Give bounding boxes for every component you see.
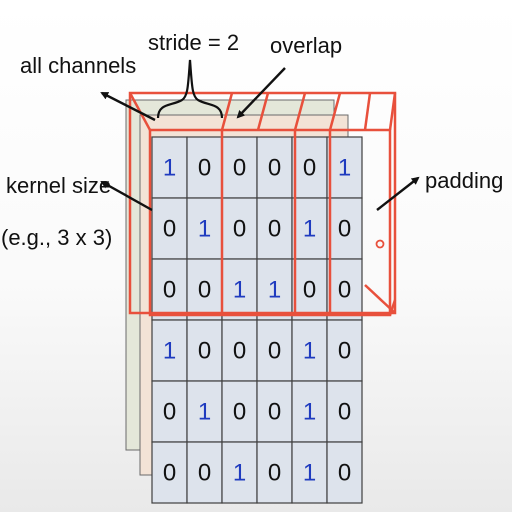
matrix-cell-value: 0 bbox=[163, 277, 176, 304]
matrix-cell-value: 1 bbox=[198, 399, 211, 426]
annotation-arrows bbox=[100, 67, 420, 212]
kernel-stride-edge-3 bbox=[293, 92, 307, 131]
kernel-depth-edge-bottom bbox=[388, 299, 397, 316]
stride-brace bbox=[156, 59, 224, 119]
matrix-cell-value: 0 bbox=[303, 155, 316, 182]
matrix-cell-value: 0 bbox=[338, 399, 351, 426]
matrix-cell bbox=[186, 197, 223, 260]
matrix-cell-value: 0 bbox=[338, 338, 351, 365]
matrix-cell-value: 1 bbox=[303, 338, 316, 365]
matrix-cell bbox=[151, 380, 188, 443]
matrix-cell bbox=[291, 441, 328, 504]
matrix-cell-value: 0 bbox=[198, 155, 211, 182]
kernel-outlines bbox=[128, 91, 397, 317]
kernel-window-front bbox=[148, 128, 392, 317]
matrix-cell-value: 0 bbox=[338, 277, 351, 304]
matrix-cell bbox=[151, 441, 188, 504]
matrix-cell-value: 1 bbox=[268, 277, 281, 304]
matrix-cell bbox=[291, 319, 328, 382]
matrix-cell-value: 0 bbox=[268, 216, 281, 243]
kernel-stride-edge-1 bbox=[220, 92, 234, 131]
matrix-cell-value: 1 bbox=[163, 155, 176, 182]
kernel-size-arrow bbox=[100, 180, 153, 212]
kernel-depth-edge-top-right bbox=[363, 92, 372, 131]
stride-label: stride = 2 bbox=[148, 30, 239, 55]
matrix-cell bbox=[221, 441, 258, 504]
matrix-cell-value: 0 bbox=[198, 277, 211, 304]
matrix-cell bbox=[256, 319, 293, 382]
matrix-cell bbox=[326, 441, 363, 504]
padding-arrow bbox=[376, 176, 420, 211]
matrix-cell-value: 0 bbox=[163, 399, 176, 426]
overlap-arrow bbox=[236, 67, 286, 119]
matrix-cell bbox=[326, 319, 363, 382]
matrix-cell-value: 0 bbox=[303, 277, 316, 304]
matrix-cell-value: 0 bbox=[198, 460, 211, 487]
matrix-cell bbox=[326, 136, 363, 199]
matrix-cell-value: 0 bbox=[198, 338, 211, 365]
matrix-cell-value: 1 bbox=[303, 399, 316, 426]
matrix-cell-value: 1 bbox=[233, 460, 246, 487]
kernel-stride-edge-4 bbox=[328, 92, 342, 131]
matrix-cell-value: 1 bbox=[233, 277, 246, 304]
matrix-cell bbox=[326, 197, 363, 260]
matrix-cell bbox=[256, 441, 293, 504]
matrix-cell-value: 0 bbox=[233, 338, 246, 365]
matrix-cell bbox=[186, 441, 223, 504]
matrix-cell-value: 0 bbox=[233, 216, 246, 243]
matrix-cell-value: 0 bbox=[268, 460, 281, 487]
padding-label: padding bbox=[425, 168, 503, 193]
kernel-example-label: (e.g., 3 x 3) bbox=[1, 225, 112, 250]
matrix-cell bbox=[186, 380, 223, 443]
matrix-cell-value: 0 bbox=[338, 216, 351, 243]
overlap-label: overlap bbox=[270, 33, 342, 58]
matrix-cell-value: 0 bbox=[233, 155, 246, 182]
matrix-cell-value: 0 bbox=[233, 399, 246, 426]
matrix-cell-value: 1 bbox=[303, 216, 316, 243]
matrix-cell bbox=[221, 319, 258, 382]
matrix-cell-value: 1 bbox=[338, 155, 351, 182]
matrix-cell bbox=[326, 380, 363, 443]
matrix-cell bbox=[186, 258, 223, 321]
kernel-depth-edge-right bbox=[388, 92, 397, 131]
matrix-cell-value: 1 bbox=[198, 216, 211, 243]
kernel-stride-edge-2 bbox=[256, 92, 270, 131]
matrix-cell-value: 1 bbox=[163, 338, 176, 365]
padding-marker-dot bbox=[375, 239, 385, 249]
matrix-cell-value: 0 bbox=[163, 460, 176, 487]
matrix-cell-value: 0 bbox=[268, 338, 281, 365]
matrix-cell bbox=[256, 197, 293, 260]
all-channels-arrow bbox=[100, 91, 156, 122]
matrix-cell-value: 0 bbox=[268, 155, 281, 182]
matrix-cell bbox=[151, 319, 188, 382]
matrix-cell bbox=[326, 258, 363, 321]
matrix-cell-value: 0 bbox=[338, 460, 351, 487]
matrix-cell bbox=[291, 197, 328, 260]
all-channels-label: all channels bbox=[20, 53, 136, 78]
matrix-cell bbox=[151, 197, 188, 260]
matrix-cell bbox=[291, 136, 328, 199]
matrix-cell-value: 1 bbox=[303, 460, 316, 487]
kernel-padding-edge bbox=[364, 284, 396, 314]
matrix-cell-value: 0 bbox=[268, 399, 281, 426]
matrix-cell-value: 0 bbox=[163, 216, 176, 243]
kernel-size-label: kernel size bbox=[6, 173, 111, 198]
